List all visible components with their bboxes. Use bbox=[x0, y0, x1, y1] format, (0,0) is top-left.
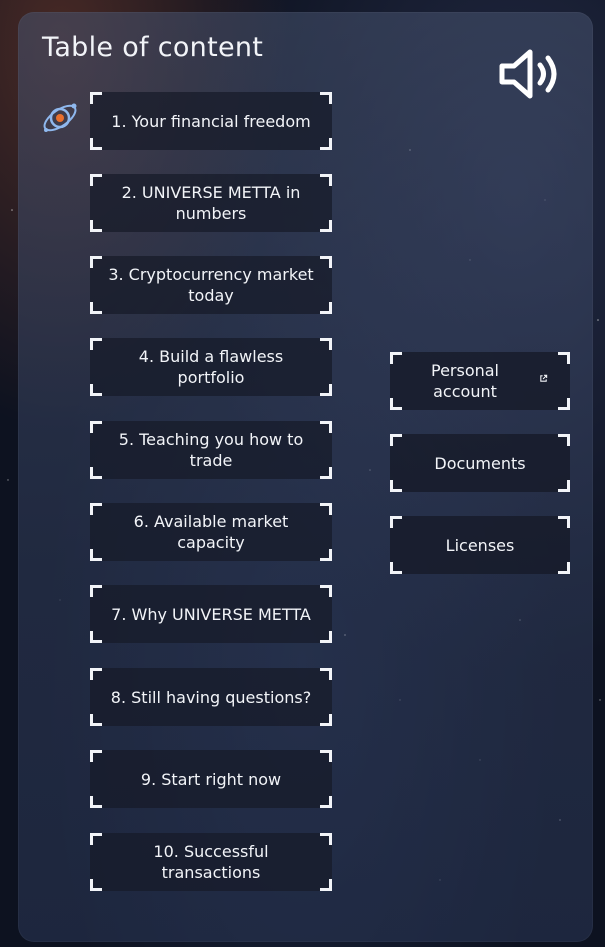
toc-item-still-questions[interactable]: 8. Still having questions? bbox=[90, 668, 332, 726]
personal-account-label: Personal account bbox=[430, 361, 499, 401]
planet-orbit-icon bbox=[43, 103, 77, 132]
toc-item-successful-transactions[interactable]: 10. Successful transactions bbox=[90, 833, 332, 891]
toc-item-why-universe-metta[interactable]: 7. Why UNIVERSE METTA bbox=[90, 585, 332, 643]
table-of-content-panel: Table of content 1. Your financial freed… bbox=[18, 12, 593, 942]
toc-item-teaching-trade[interactable]: 5. Teaching you how to trade bbox=[90, 421, 332, 479]
toc-item-universe-metta-numbers[interactable]: 2. UNIVERSE METTA in numbers bbox=[90, 174, 332, 232]
documents-button[interactable]: Documents bbox=[390, 434, 570, 492]
toc-item-label: 4. Build a flawless portfolio bbox=[138, 347, 284, 387]
toc-item-label: 6. Available market capacity bbox=[133, 512, 289, 552]
external-link-icon bbox=[540, 374, 548, 382]
toc-item-label: 1. Your financial freedom bbox=[111, 111, 311, 131]
toc-item-label: 2. UNIVERSE METTA in numbers bbox=[121, 183, 301, 223]
toc-item-label: 9. Start right now bbox=[140, 769, 282, 789]
personal-account-button[interactable]: Personal account bbox=[390, 352, 570, 410]
toc-item-label: 3. Cryptocurrency market today bbox=[108, 265, 314, 305]
toc-item-label: 7. Why UNIVERSE METTA bbox=[111, 604, 311, 624]
toc-item-start-now[interactable]: 9. Start right now bbox=[90, 750, 332, 808]
licenses-button[interactable]: Licenses bbox=[390, 516, 570, 574]
panel-title: Table of content bbox=[42, 32, 264, 63]
toc-item-label: 8. Still having questions? bbox=[110, 687, 312, 707]
documents-label: Documents bbox=[434, 453, 526, 473]
toc-item-market-capacity[interactable]: 6. Available market capacity bbox=[90, 503, 332, 561]
toc-item-financial-freedom[interactable]: 1. Your financial freedom bbox=[90, 92, 332, 150]
licenses-label: Licenses bbox=[445, 535, 515, 555]
toc-item-flawless-portfolio[interactable]: 4. Build a flawless portfolio bbox=[90, 338, 332, 396]
toc-item-label: 5. Teaching you how to trade bbox=[118, 430, 304, 470]
toc-item-label: 10. Successful transactions bbox=[153, 842, 269, 882]
speaker-volume-icon[interactable] bbox=[498, 48, 564, 100]
toc-item-cryptocurrency-market[interactable]: 3. Cryptocurrency market today bbox=[90, 256, 332, 314]
